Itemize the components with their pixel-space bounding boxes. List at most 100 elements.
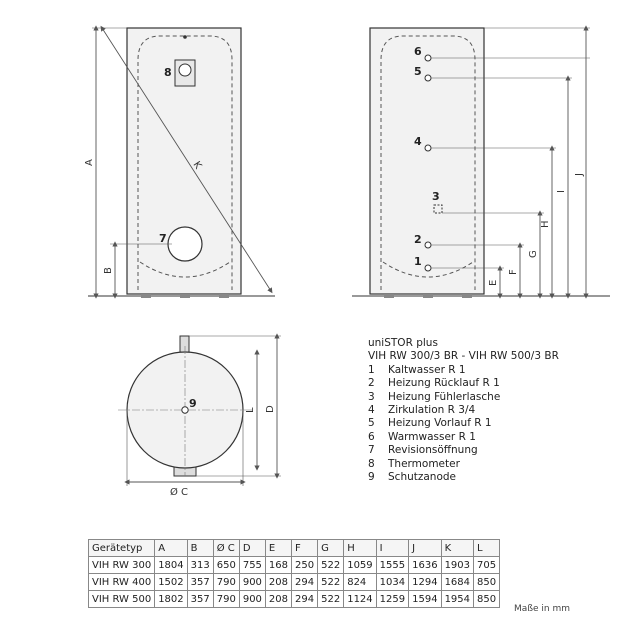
table-cell: 755	[238, 556, 266, 574]
table-cell: 1802	[154, 590, 188, 608]
dim-h-label: H	[540, 220, 551, 228]
table-cell: 1804	[154, 556, 188, 574]
connection-5	[424, 74, 432, 82]
dim-k-line	[100, 25, 273, 294]
table-cell: 1059	[343, 556, 377, 574]
legend-item-number: 9	[368, 471, 375, 484]
dim-k-label: K	[190, 160, 203, 172]
product-series: uniSTOR plus	[368, 337, 438, 349]
legend-item-number: 8	[368, 457, 375, 470]
foot	[141, 294, 151, 298]
foot	[423, 294, 433, 298]
table-header-cell: B	[186, 539, 214, 557]
table-cell: 357	[186, 573, 214, 591]
connection-6	[424, 54, 432, 62]
foot	[180, 294, 190, 298]
marker-6: 6	[414, 45, 422, 58]
table-header-cell: J	[408, 539, 442, 557]
table-cell: VIH RW 400	[87, 573, 156, 591]
dim-i-label: I	[556, 190, 567, 193]
legend-item-text: Revisionsöffnung	[388, 444, 478, 457]
anode-mark	[181, 406, 189, 414]
table-header-cell: G	[317, 539, 345, 557]
table-cell: 208	[264, 573, 293, 591]
dim-a-label: A	[84, 159, 95, 166]
legend-item-text: Schutzanode	[388, 471, 457, 484]
marker-9: 9	[189, 397, 197, 410]
tank-body-side	[369, 27, 485, 295]
legend-item: 9 Schutzanode	[368, 471, 559, 484]
connection-3	[433, 204, 443, 214]
legend-item: 8 Thermometer	[368, 458, 559, 471]
legend-item-number: 2	[368, 377, 375, 390]
table-header-cell: D	[238, 539, 266, 557]
table-header-cell: Gerätetyp	[87, 539, 156, 557]
table-cell: 850	[473, 590, 501, 608]
table-cell: 790	[212, 573, 240, 591]
dim-b-label: B	[103, 267, 114, 274]
dim-g-label: G	[528, 250, 539, 258]
table-cell: 208	[264, 590, 293, 608]
front-view	[88, 25, 275, 299]
legend-item-number: 4	[368, 404, 375, 417]
marker-2: 2	[414, 233, 422, 246]
table-cell: 1903	[440, 556, 475, 574]
foot	[384, 294, 394, 298]
marker-7: 7	[159, 232, 167, 245]
table-cell: 790	[212, 590, 240, 608]
table-header-cell: A	[154, 539, 188, 557]
table-cell: 900	[238, 573, 266, 591]
dim-d-label: D	[265, 405, 276, 413]
table-cell: 522	[317, 556, 345, 574]
legend-item-number: 7	[368, 444, 375, 457]
marker-5: 5	[414, 65, 422, 78]
table-cell: 1954	[440, 590, 475, 608]
foot	[462, 294, 472, 298]
dim-l-label: L	[245, 407, 256, 413]
marker-3: 3	[432, 190, 440, 203]
marker-1: 1	[414, 255, 422, 268]
table-header-cell: Ø C	[212, 539, 240, 557]
table-cell: 1259	[375, 590, 410, 608]
table-header-cell: K	[440, 539, 475, 557]
connection-1	[424, 264, 432, 272]
table-cell: 522	[317, 573, 345, 591]
table-cell: 1502	[154, 573, 188, 591]
table-header-cell: E	[264, 539, 293, 557]
table-cell: 1124	[343, 590, 377, 608]
table-header-cell: F	[291, 539, 319, 557]
table-cell: 1555	[375, 556, 410, 574]
connection-2	[424, 241, 432, 249]
marker-4: 4	[414, 135, 422, 148]
table-cell: 850	[473, 573, 501, 591]
foot	[219, 294, 229, 298]
inspection-opening	[167, 226, 203, 262]
table-cell: 294	[291, 590, 319, 608]
table-header-cell: L	[473, 539, 501, 557]
legend-item-number: 3	[368, 390, 375, 403]
table-cell: 1594	[408, 590, 442, 608]
thermometer-icon	[178, 63, 192, 77]
top-connection	[179, 335, 190, 353]
legend-item: 7 Revisionsöffnung	[368, 444, 559, 457]
legend-item-text: Thermometer	[388, 457, 460, 470]
side-view	[352, 25, 610, 299]
table-cell: 1034	[375, 573, 410, 591]
dim-j-label: J	[574, 173, 585, 177]
table-cell: 294	[291, 573, 319, 591]
product-models: VIH RW 300/3 BR - VIH RW 500/3 BR	[368, 350, 559, 363]
table-cell: 705	[473, 556, 501, 574]
table-cell: 168	[264, 556, 293, 574]
table-header-cell: I	[375, 539, 410, 557]
table-cell: 1294	[408, 573, 442, 591]
